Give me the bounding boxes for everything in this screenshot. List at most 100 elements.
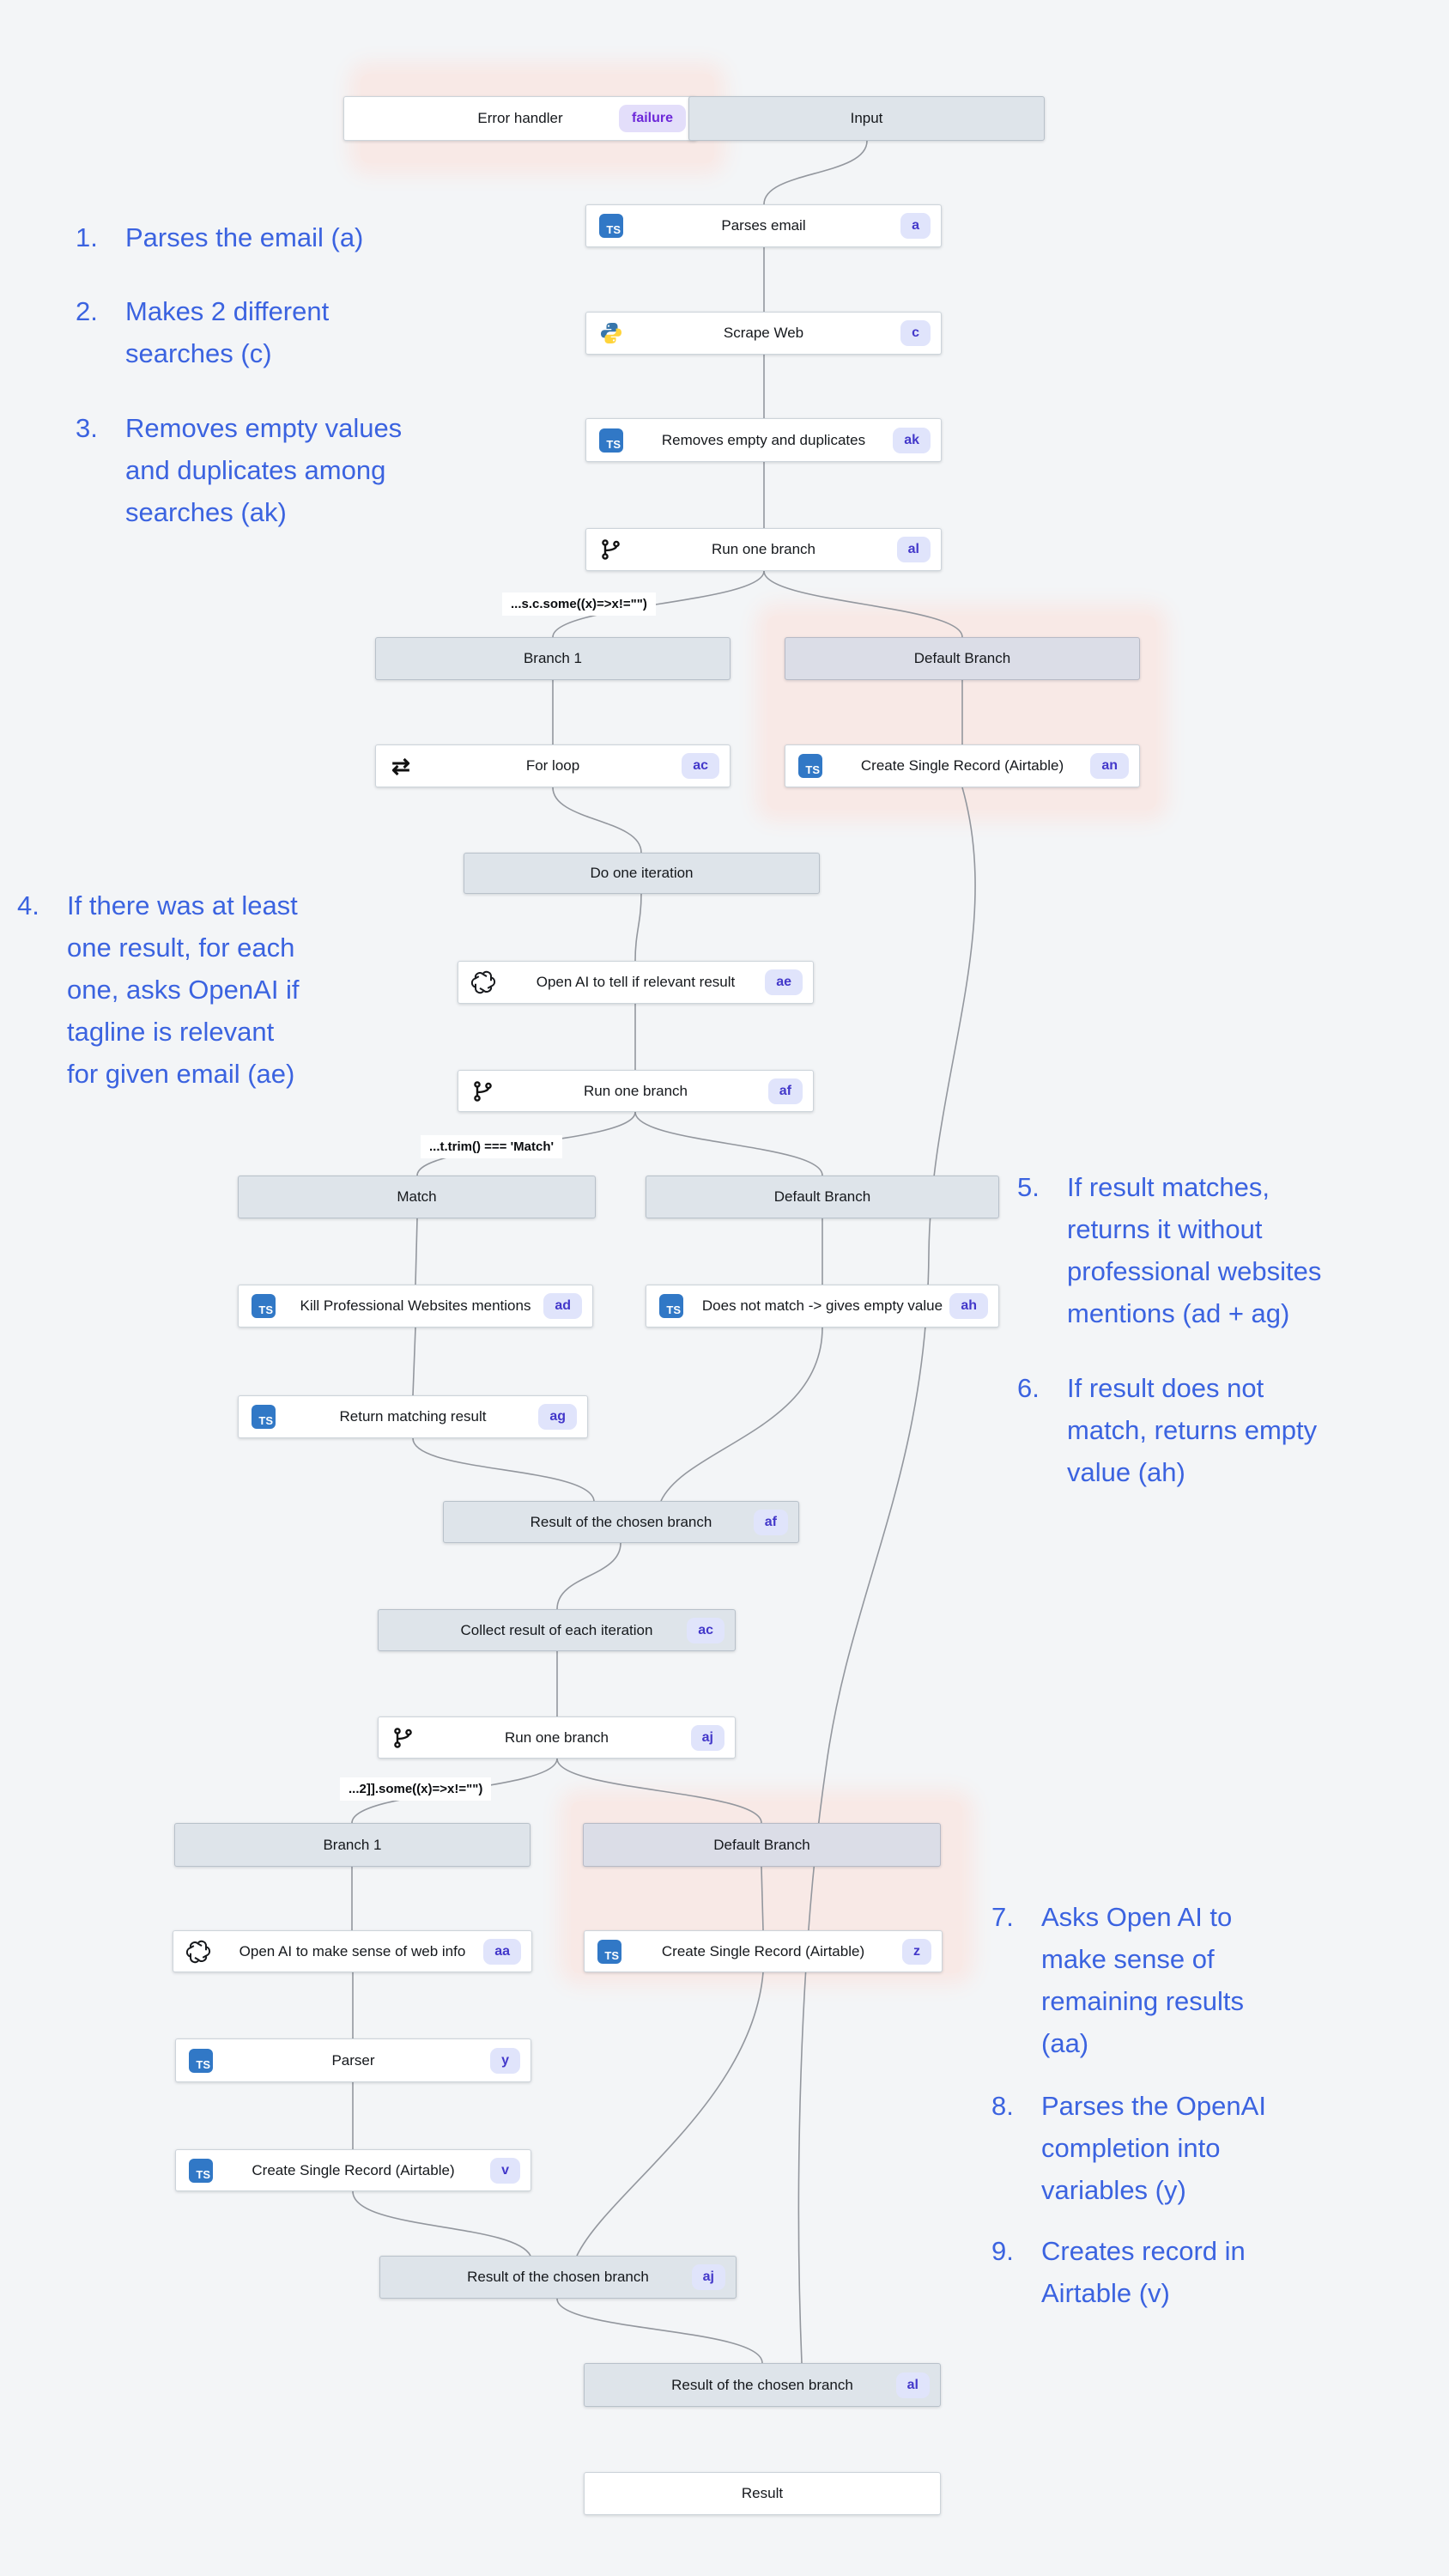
step-id-badge: af: [767, 1078, 803, 1104]
annotation-line: Creates record in: [1041, 2236, 1246, 2266]
annotation-line: Removes empty values: [125, 413, 403, 443]
node-create-single-record-an[interactable]: TS Create Single Record (Airtable) an: [785, 744, 1140, 787]
annotation-line: Makes 2 different: [125, 296, 330, 326]
condition-label: ...2]].some((x)=>x!=""): [340, 1777, 492, 1801]
annotation-line: If result does not: [1067, 1373, 1264, 1403]
annotation-line: remaining results: [1041, 1986, 1245, 2016]
step-id-badge: ac: [682, 753, 719, 779]
node-label: Error handler: [477, 110, 563, 126]
annotation-line: searches (c): [125, 338, 272, 368]
node-default-branch-upper[interactable]: Default Branch: [785, 637, 1140, 680]
edge-do-one-iteration-to-openai-ae: [634, 893, 642, 962]
step-id-badge: an: [1090, 753, 1129, 779]
node-run-one-branch-af[interactable]: Run one branch af: [458, 1070, 814, 1112]
annotation-number: 8.: [991, 2091, 1014, 2121]
node-branch-1-lower[interactable]: Branch 1: [174, 1823, 530, 1867]
branch-icon: [391, 1725, 416, 1751]
annotation-line: one result, for each: [67, 933, 295, 963]
node-default-branch-mid[interactable]: Default Branch: [646, 1176, 999, 1218]
annotation-line: tagline is relevant: [67, 1017, 275, 1047]
step-id-badge: al: [895, 2372, 930, 2398]
node-result-chosen-branch-al[interactable]: Result of the chosen branch al: [584, 2363, 941, 2407]
edge-input-to-parses-email: [763, 140, 868, 205]
node-label: Kill Professional Websites mentions: [300, 1297, 531, 1314]
node-label: For loop: [525, 757, 580, 774]
step-id-badge: v: [490, 2157, 520, 2184]
edge-result-af-to-collect-ac: [556, 1542, 621, 1610]
typescript-icon-glyph: TS: [189, 2048, 213, 2073]
step-id-badge: ad: [543, 1293, 582, 1319]
node-label: Do one iteration: [590, 865, 694, 881]
typescript-icon-glyph: TS: [189, 2158, 213, 2183]
annotation-number: 6.: [1017, 1373, 1040, 1403]
node-match[interactable]: Match: [238, 1176, 596, 1218]
annotation-line: professional websites: [1067, 1256, 1322, 1286]
node-label: Branch 1: [523, 650, 583, 666]
edge-create-v-to-result-aj: [352, 2190, 531, 2257]
edge-match-to-kill-ad: [415, 1218, 418, 1285]
node-do-one-iteration[interactable]: Do one iteration: [464, 853, 820, 894]
node-label: Scrape Web: [723, 325, 804, 341]
annotation-number: 3.: [76, 413, 98, 443]
annotation-number: 7.: [991, 1902, 1014, 1932]
node-label: Does not match -> gives empty value: [701, 1297, 943, 1314]
node-for-loop[interactable]: ⇄ For loop ac: [375, 744, 731, 787]
typescript-icon-glyph: TS: [798, 754, 822, 778]
annotation-number: 2.: [76, 296, 98, 326]
step-id-badge: aj: [691, 2264, 725, 2290]
annotation-line: Parses the email (a): [125, 222, 364, 252]
node-input[interactable]: Input: [688, 96, 1045, 141]
node-branch-1-upper[interactable]: Branch 1: [375, 637, 731, 680]
node-label: Result of the chosen branch: [671, 2376, 853, 2393]
node-label: Match: [397, 1188, 437, 1205]
annotation-line: returns it without: [1067, 1214, 1263, 1244]
annotation-line: mentions (ad + ag): [1067, 1298, 1290, 1328]
node-result[interactable]: Result: [584, 2472, 941, 2515]
step-id-badge: ae: [765, 969, 803, 995]
node-label: Open AI to make sense of web info: [239, 1942, 466, 1959]
step-id-badge: ah: [949, 1293, 988, 1319]
node-label: Run one branch: [505, 1728, 609, 1746]
annotation-line: value (ah): [1067, 1457, 1185, 1487]
annotation-number: 5.: [1017, 1172, 1040, 1202]
node-label: Parses email: [721, 217, 806, 234]
typescript-icon: TS: [188, 2048, 214, 2074]
node-label: Create Single Record (Airtable): [661, 1942, 865, 1959]
node-label: Default Branch: [713, 1836, 810, 1853]
node-label: Branch 1: [323, 1836, 382, 1853]
annotation-1: 1.Parses the email (a): [76, 216, 363, 258]
node-label: Run one branch: [584, 1082, 688, 1099]
annotation-line: searches (ak): [125, 497, 287, 527]
node-label: Return matching result: [339, 1408, 487, 1425]
annotation-2: 2. Makes 2 different searches (c): [76, 290, 329, 374]
node-label: Result of the chosen branch: [530, 1513, 712, 1530]
openai-icon: [470, 969, 496, 995]
node-label: Create Single Record (Airtable): [860, 757, 1064, 774]
condition-label: ...t.trim() === 'Match': [421, 1135, 563, 1158]
typescript-icon: TS: [188, 2158, 214, 2184]
node-default-branch-lower[interactable]: Default Branch: [583, 1823, 941, 1867]
loop-icon: ⇄: [388, 753, 414, 779]
edge-for-loop-to-do-one-iteration: [552, 787, 642, 854]
